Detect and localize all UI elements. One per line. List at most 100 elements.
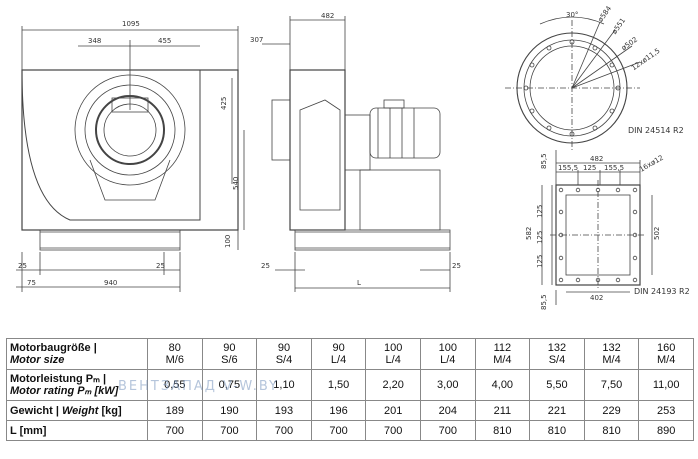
- table-cell: 890: [638, 420, 694, 441]
- table-cell: 1,10: [256, 369, 312, 401]
- table-cell: 810: [529, 420, 585, 441]
- table-cell: S/6: [221, 354, 238, 366]
- front-dim-25-left: 25: [18, 262, 27, 270]
- side-dim-307: 307: [250, 36, 263, 44]
- square-dim-582: 582: [525, 227, 533, 240]
- table-cell: 7,50: [583, 369, 640, 401]
- table-cell: M/4: [657, 354, 676, 366]
- round-dim-30deg: 30°: [566, 11, 578, 19]
- table-cell: 2,20: [365, 369, 421, 401]
- front-dim-455: 455: [158, 37, 171, 45]
- round-dim-12xd11: 12xø11,5: [630, 47, 662, 72]
- table-cell: M/4: [602, 354, 621, 366]
- row-label-de: Motorbaugröße |: [10, 342, 97, 354]
- square-dim-502: 502: [653, 227, 661, 240]
- table-cell: L/4: [440, 354, 456, 366]
- table-cell: 201: [365, 400, 421, 421]
- side-dim-l: L: [357, 279, 361, 287]
- table-cell: M/4: [493, 354, 512, 366]
- side-dim-25-left: 25: [261, 262, 270, 270]
- table-cell: 0,75: [201, 369, 258, 401]
- side-dim-25-right: 25: [452, 262, 461, 270]
- table-cell: 80: [168, 342, 181, 354]
- row-label-unit: [kg]: [98, 404, 122, 417]
- table-cell: 700: [419, 420, 476, 441]
- front-dim-75: 75: [27, 279, 36, 287]
- table-cell: 0,55: [147, 369, 203, 401]
- table-cell: 90: [223, 342, 236, 354]
- square-dim-402: 402: [590, 294, 603, 302]
- front-dim-940: 940: [104, 279, 117, 287]
- table-cell: 810: [583, 420, 640, 441]
- square-dim-155-right: 155,5: [604, 164, 624, 172]
- side-dim-482: 482: [321, 12, 334, 20]
- table-cell: 100: [383, 342, 403, 354]
- table-cell: 90: [277, 342, 291, 354]
- table-cell: 700: [310, 420, 367, 441]
- table-cell: 132: [547, 342, 567, 354]
- table-cell: 193: [256, 400, 312, 421]
- square-dim-155-left: 155,5: [558, 164, 578, 172]
- table-cell: 211: [474, 400, 531, 421]
- row-label: L [mm]: [6, 420, 148, 441]
- technical-drawing: 1095 348 455 425 540 100 25 25 75 940 48…: [16, 4, 690, 310]
- square-flange: [541, 150, 653, 305]
- table-cell: 229: [583, 400, 640, 421]
- row-label: Gewicht |: [10, 404, 62, 417]
- square-flange-standard: DIN 24193 R2: [634, 287, 690, 296]
- table-cell: S/4: [275, 354, 293, 366]
- table-cell: M/6: [165, 354, 184, 366]
- table-cell: 90: [332, 342, 345, 354]
- table-row: Gewicht | Weight [kg] 189 190 193 196 20…: [6, 400, 694, 421]
- table-cell: 160: [656, 342, 676, 354]
- square-dim-16xd12: 16xø12: [638, 154, 665, 174]
- table-cell: 112: [493, 342, 512, 354]
- front-dim-25-right: 25: [156, 262, 165, 270]
- table-cell: 1,50: [310, 369, 367, 401]
- table-cell: 189: [147, 400, 203, 421]
- side-view: [262, 16, 451, 292]
- table-cell: 4,00: [474, 369, 531, 401]
- square-dim-125-top: 125: [583, 164, 596, 172]
- square-dim-85-top: 85,5: [540, 153, 548, 169]
- table-cell: L/4: [385, 354, 401, 366]
- table-cell: S/4: [548, 354, 566, 366]
- square-dim-125-a: 125: [536, 205, 544, 218]
- table-cell: 196: [310, 400, 367, 421]
- round-dim-551: ø551: [610, 17, 627, 36]
- table-cell: 253: [638, 400, 694, 421]
- front-dim-1095: 1095: [122, 20, 140, 28]
- front-dim-100: 100: [224, 235, 232, 248]
- table-cell: 204: [419, 400, 476, 421]
- table-row: Motorleistung Pₘ | Motor rating Pₘ [kW] …: [6, 369, 694, 401]
- front-dim-540: 540: [232, 177, 240, 190]
- table-cell: 810: [474, 420, 531, 441]
- table-cell: 700: [147, 420, 203, 441]
- table-cell: L/4: [330, 354, 347, 366]
- table-cell: 100: [438, 342, 457, 354]
- square-dim-482: 482: [590, 155, 603, 163]
- round-dim-584: ø584: [596, 4, 613, 23]
- table-cell: 700: [256, 420, 312, 441]
- square-dim-85-bottom: 85,5: [540, 294, 548, 310]
- table-cell: 132: [602, 342, 621, 354]
- round-flange-standard: DIN 24514 R2: [628, 126, 684, 135]
- table-cell: 5,50: [529, 369, 585, 401]
- row-label-de: Motorleistung Pₘ |: [10, 373, 107, 385]
- row-label-em: Weight: [61, 404, 99, 417]
- table-cell: 700: [201, 420, 258, 441]
- front-view: [16, 26, 245, 292]
- table-row: L [mm] 700 700 700 700 700 700 810 810 8…: [6, 420, 694, 441]
- table-cell: 700: [365, 420, 421, 441]
- square-dim-125-b: 125: [536, 231, 544, 244]
- round-dim-502: ø502: [620, 36, 639, 53]
- row-label-en: Motor rating Pₘ [kW]: [10, 385, 119, 397]
- table-cell: 221: [529, 400, 585, 421]
- table-cell: 3,00: [419, 369, 476, 401]
- round-flange: [505, 16, 641, 150]
- table-cell: 190: [201, 400, 258, 421]
- row-label-en: Motor size: [10, 354, 65, 366]
- front-dim-425: 425: [220, 97, 228, 110]
